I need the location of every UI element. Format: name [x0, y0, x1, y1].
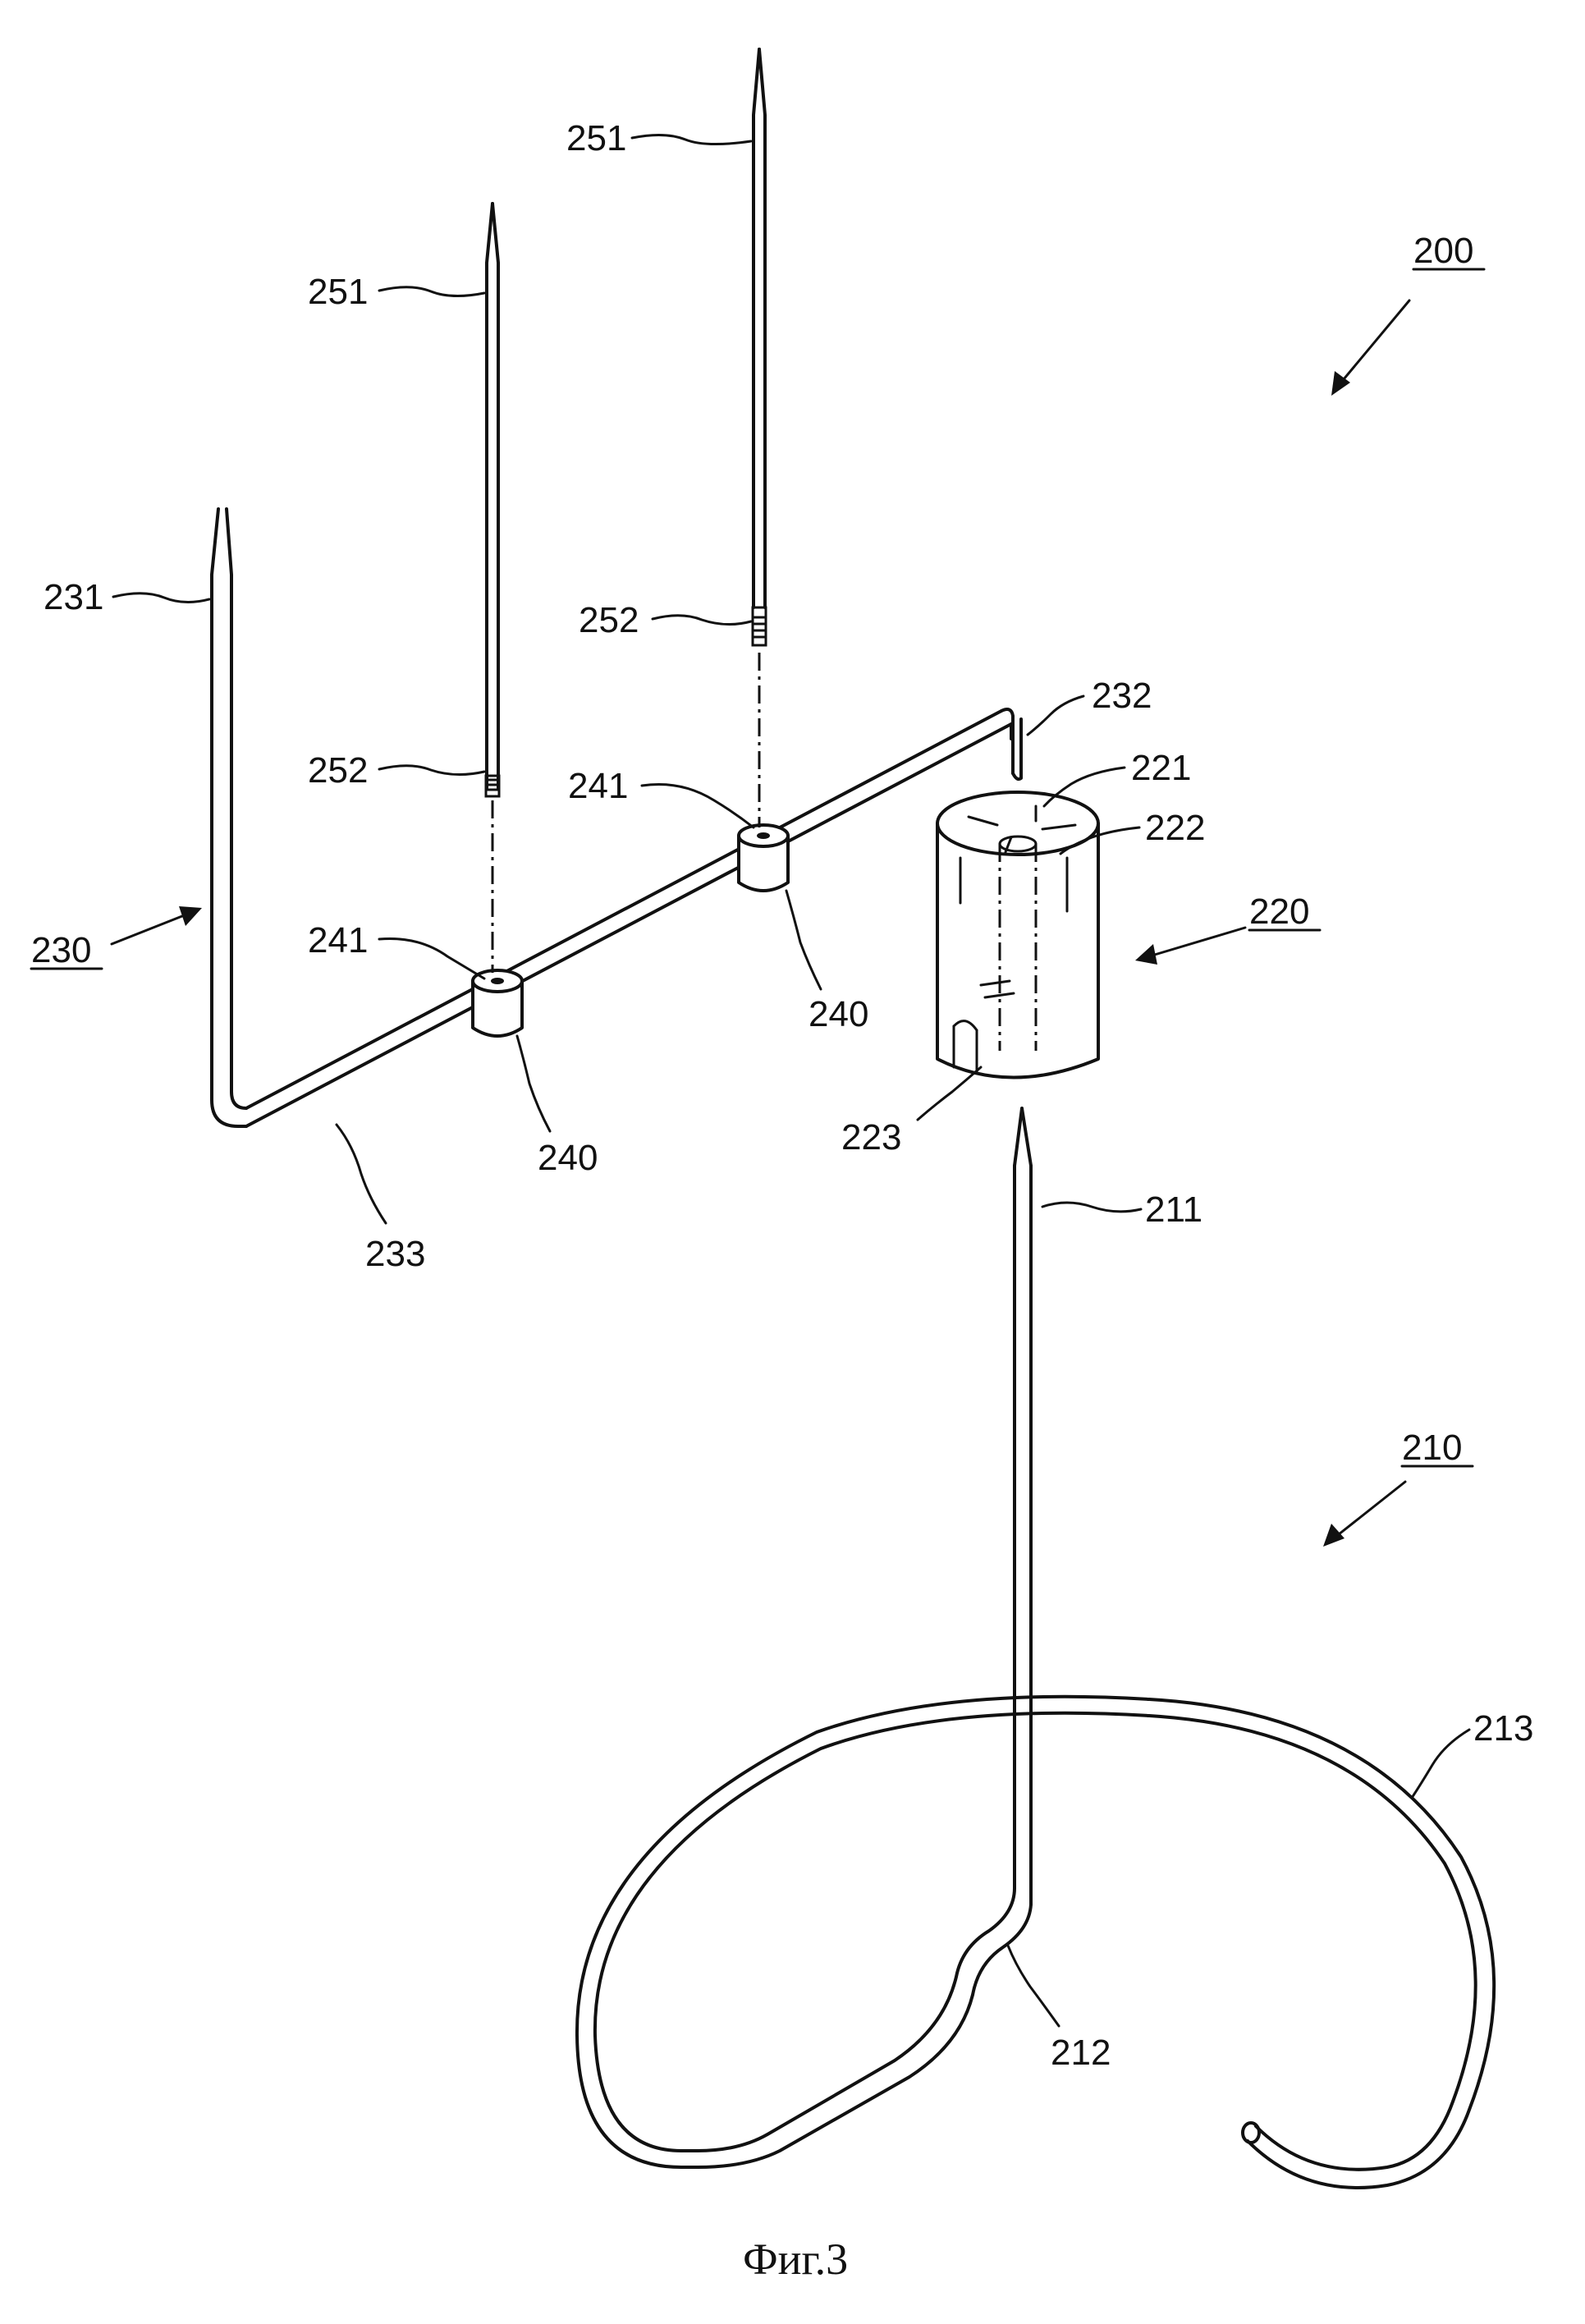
label-241-right: 241	[568, 766, 628, 806]
label-230: 230	[31, 930, 91, 970]
label-231: 231	[44, 577, 103, 617]
label-251-left: 251	[308, 272, 368, 312]
label-221: 221	[1131, 748, 1191, 788]
arrow-200	[1331, 300, 1409, 396]
label-252-right: 252	[579, 600, 639, 640]
collar-240-right	[739, 825, 788, 891]
label-223: 223	[841, 1117, 901, 1157]
arrow-220	[1135, 928, 1245, 965]
label-220: 220	[1249, 892, 1309, 932]
arrow-210	[1323, 1482, 1405, 1547]
label-233: 233	[365, 1234, 425, 1274]
figure-caption: Фиг.3	[743, 2235, 848, 2284]
label-222: 222	[1145, 808, 1205, 848]
label-232: 232	[1092, 676, 1152, 716]
collar-240-left	[473, 970, 522, 1036]
label-200: 200	[1413, 231, 1473, 271]
label-252-left: 252	[308, 750, 368, 791]
label-212: 212	[1051, 2033, 1111, 2073]
label-241-left: 241	[308, 920, 368, 960]
base-stand-210	[577, 1108, 1494, 2188]
label-240-right: 240	[809, 994, 868, 1034]
label-210: 210	[1402, 1428, 1462, 1468]
rod-251-left	[486, 204, 499, 973]
label-211: 211	[1145, 1190, 1202, 1230]
rod-251-right	[753, 49, 766, 827]
arrow-230	[112, 906, 202, 944]
label-251-right: 251	[566, 118, 626, 158]
connector-220	[937, 792, 1098, 1078]
leader-lines	[113, 135, 1469, 2026]
label-240-left: 240	[538, 1138, 598, 1178]
label-213: 213	[1473, 1708, 1533, 1749]
